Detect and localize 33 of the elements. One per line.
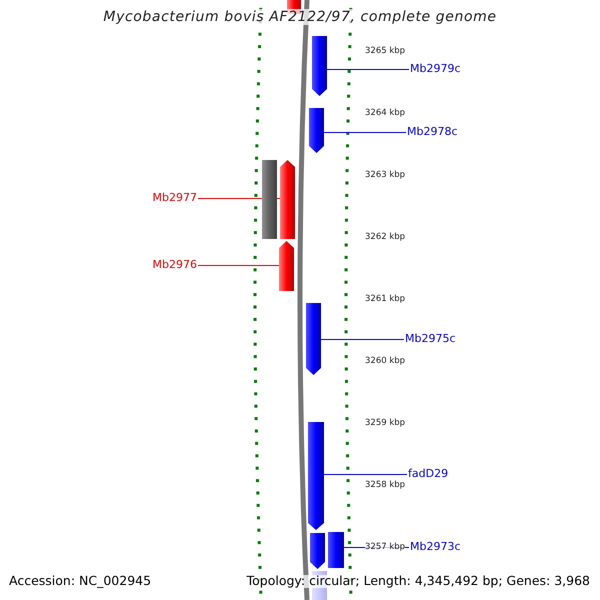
gene-label: Mb2975c xyxy=(405,333,456,344)
accession-text: Accession: NC_002945 xyxy=(9,575,152,588)
scale-label: 3262 kbp xyxy=(365,233,406,242)
scale-label: 3264 kbp xyxy=(365,109,406,118)
genome-info-text: Topology: circular; Length: 4,345,492 bp; Genes: 3,968 xyxy=(246,575,590,588)
leader-line xyxy=(326,69,410,70)
gene-label: Mb2977 xyxy=(152,192,197,203)
gene-label: Mb2979c xyxy=(410,63,461,74)
title: Mycobacterium bovis AF2122/97, complete genome xyxy=(102,10,498,24)
gene-feature xyxy=(309,108,324,153)
gene-feature xyxy=(308,422,324,530)
scale-label: 3261 kbp xyxy=(365,295,406,304)
gene-feature xyxy=(310,533,325,569)
gene-feature xyxy=(328,532,344,568)
scale-label: 3265 kbp xyxy=(365,47,406,56)
scale-label: 3257 kbp xyxy=(365,543,406,552)
leader-line xyxy=(320,339,404,340)
gene-feature xyxy=(279,241,294,291)
gene-feature xyxy=(306,303,321,375)
leader-line xyxy=(324,474,408,475)
gene-feature xyxy=(280,160,295,239)
leader-line xyxy=(198,265,280,266)
gene-feature xyxy=(312,36,327,96)
scale-label: 3258 kbp xyxy=(365,481,406,490)
gene-label: Mb2976 xyxy=(152,259,197,270)
scale-label: 3263 kbp xyxy=(365,171,406,180)
gene-label: Mb2978c xyxy=(407,126,458,137)
gene-feature xyxy=(262,160,277,239)
gene-label: Mb2973c xyxy=(410,541,461,552)
leader-line xyxy=(324,132,406,133)
gene-label: fadD29 xyxy=(408,468,448,479)
scale-label: 3260 kbp xyxy=(365,357,406,366)
scale-label: 3259 kbp xyxy=(365,419,406,428)
